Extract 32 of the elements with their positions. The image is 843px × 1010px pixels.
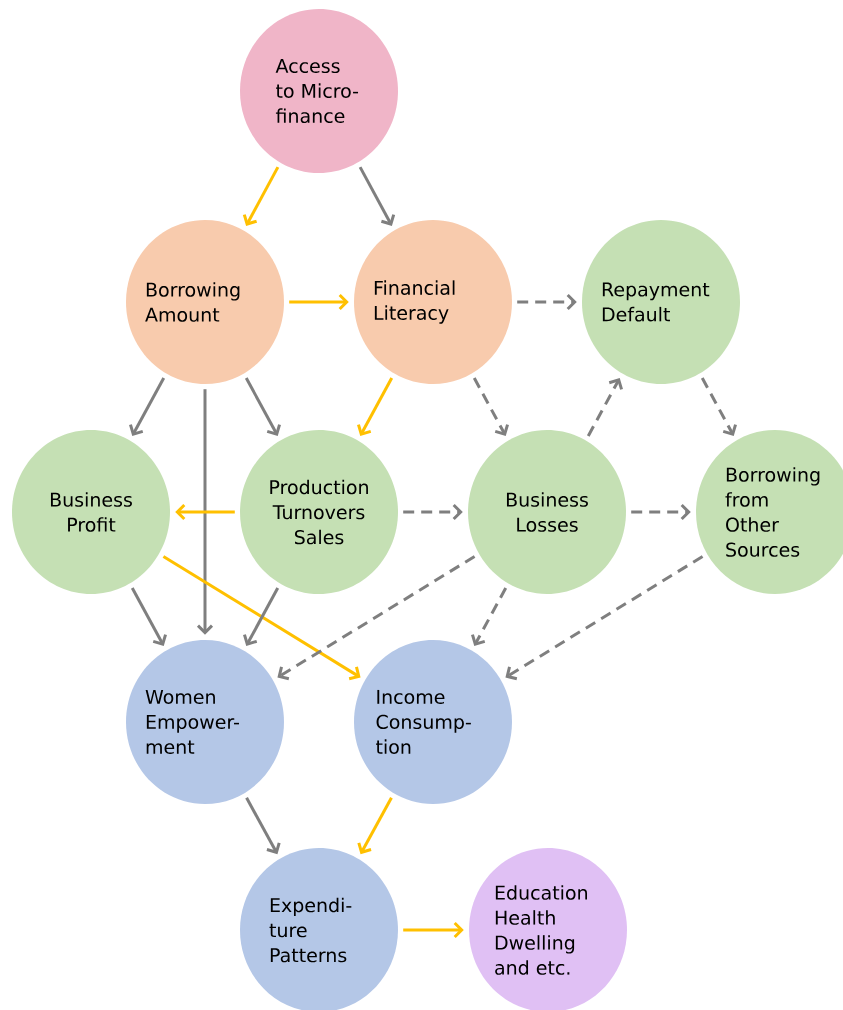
arrow: [162, 555, 361, 681]
arrow: [472, 377, 509, 436]
arrow: [358, 166, 396, 226]
arrow: [277, 555, 476, 681]
arrow: [129, 377, 166, 436]
circle-node: Production Turnovers Sales: [240, 430, 398, 594]
arrow: [586, 378, 623, 437]
arrow: [403, 503, 463, 521]
circle-node: Borrowing Amount: [126, 220, 284, 384]
circle-node: Business Losses: [468, 430, 626, 594]
arrow: [357, 377, 394, 436]
arrow: [505, 555, 704, 681]
arrow: [175, 503, 235, 521]
circle-node: Repayment Default: [582, 220, 740, 384]
arrow: [245, 797, 281, 855]
arrow: [196, 389, 214, 635]
circle-node: Women Empower-ment: [126, 640, 284, 804]
arrow: [244, 377, 281, 436]
arrow: [242, 166, 280, 226]
arrow: [700, 377, 737, 436]
circle-node: Business Profit: [12, 430, 170, 594]
circle-node: Access to Micro-finance: [240, 9, 398, 173]
arrow: [130, 587, 167, 646]
arrow: [471, 587, 508, 646]
arrow: [403, 921, 464, 939]
arrow: [243, 587, 280, 646]
circle-node: Income Consump-tion: [354, 640, 512, 804]
arrow: [517, 293, 577, 311]
arrow: [357, 797, 393, 855]
arrow: [289, 293, 349, 311]
circle-node: Financial Literacy: [354, 220, 512, 384]
arrow: [631, 503, 691, 521]
